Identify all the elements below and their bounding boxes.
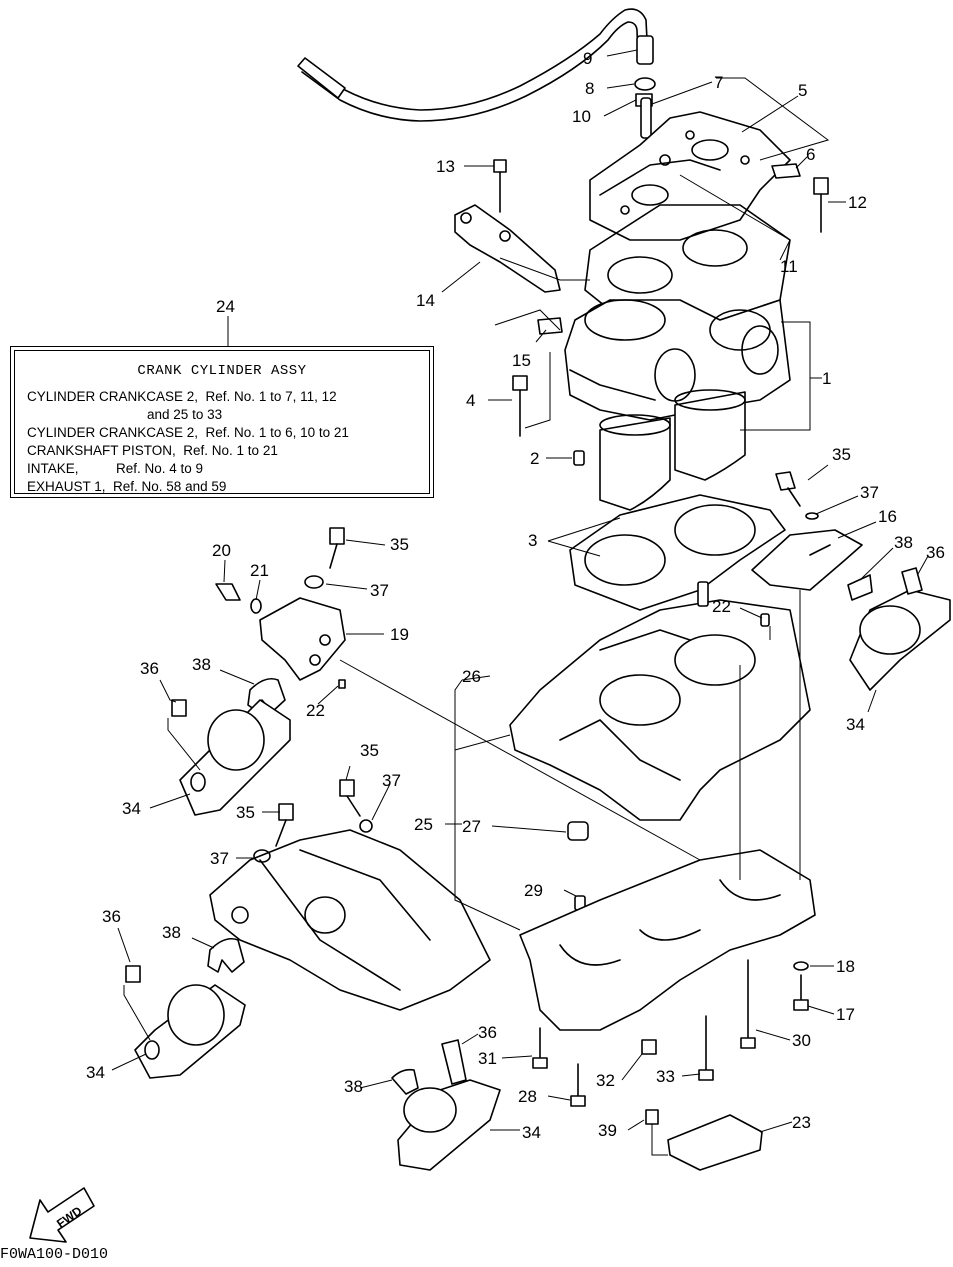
callout-28: 28 [518, 1087, 537, 1106]
legend-line: EXHAUST 1, Ref. No. 58 and 59 [27, 479, 227, 494]
callout-31: 31 [478, 1049, 497, 1068]
callout-39: 39 [598, 1121, 617, 1140]
callout-38: 38 [344, 1077, 363, 1096]
callout-11: 11 [780, 257, 798, 276]
callout-12: 12 [848, 193, 867, 212]
callout-35: 35 [360, 741, 379, 760]
callout-32: 32 [596, 1071, 615, 1090]
callout-22: 22 [306, 701, 325, 720]
callout-5: 5 [798, 81, 807, 100]
mount-plate [209, 829, 491, 1011]
callout-34: 34 [846, 715, 865, 734]
callout-24: 24 [216, 297, 235, 316]
fwd-arrow-icon: FWD [29, 1187, 95, 1243]
callout-22: 22 [712, 597, 731, 616]
callout-13: 13 [436, 157, 455, 176]
callout-35: 35 [236, 803, 255, 822]
callout-1: 1 [822, 369, 831, 388]
engine-mount-34d [849, 589, 951, 691]
callout-29: 29 [524, 881, 543, 900]
engine-mount-34b [134, 984, 246, 1079]
water-hose [297, 8, 654, 122]
legend-line: and 25 to 33 [27, 407, 223, 422]
callout-37: 37 [210, 849, 229, 868]
base-gaskets [569, 494, 786, 611]
callout-33: 33 [656, 1067, 675, 1086]
callout-23: 23 [792, 1113, 811, 1132]
callout-20: 20 [212, 541, 231, 560]
callout-17: 17 [836, 1005, 855, 1024]
engine-mount-34c [397, 1079, 501, 1171]
cylinder-head [589, 111, 791, 241]
mount-bracket [454, 204, 561, 293]
callouts: 9 8 10 7 5 6 13 12 11 14 15 1 4 2 24 35 … [86, 49, 945, 1142]
legend-inner-frame: CRANK CYLINDER ASSY CYLINDER CRANKCASE 2… [14, 350, 430, 494]
legend-line: CRANKSHAFT PISTON, Ref. No. 1 to 21 [27, 443, 278, 458]
callout-38: 38 [162, 923, 181, 942]
legend-line: CYLINDER CRANKCASE 2, Ref. No. 1 to 6, 1… [27, 425, 349, 440]
callout-30: 30 [792, 1031, 811, 1050]
diagram-code: F0WA100-D010 [0, 1246, 109, 1263]
engine-mount-34a [179, 699, 291, 816]
legend-line: INTAKE, Ref. No. 4 to 9 [27, 461, 204, 476]
callout-25: 25 [414, 815, 433, 834]
callout-34: 34 [122, 799, 141, 818]
callout-36: 36 [140, 659, 159, 678]
upper-crankcase [509, 599, 811, 821]
cylinder-block [564, 299, 791, 421]
callout-3: 3 [528, 531, 537, 550]
callout-7: 7 [714, 73, 723, 92]
callout-35: 35 [832, 445, 851, 464]
engine-bracket-19 [259, 597, 346, 681]
callout-21: 21 [250, 561, 269, 580]
callout-14: 14 [416, 291, 435, 310]
callout-2: 2 [530, 449, 539, 468]
callout-34: 34 [86, 1063, 105, 1082]
callout-37: 37 [382, 771, 401, 790]
callout-38: 38 [894, 533, 913, 552]
assembly-legend: CRANK CYLINDER ASSY CYLINDER CRANKCASE 2… [10, 346, 434, 498]
leader-lines [111, 49, 929, 1156]
callout-4: 4 [466, 391, 475, 410]
callout-36: 36 [478, 1023, 497, 1042]
pistons [599, 389, 746, 511]
callout-38: 38 [192, 655, 211, 674]
callout-36: 36 [102, 907, 121, 926]
callout-26: 26 [462, 667, 481, 686]
callout-35: 35 [390, 535, 409, 554]
callout-8: 8 [585, 79, 594, 98]
callout-16: 16 [878, 507, 897, 526]
callout-37: 37 [860, 483, 879, 502]
callout-10: 10 [572, 107, 591, 126]
callout-15: 15 [512, 351, 531, 370]
legend-line: CYLINDER CRANKCASE 2, Ref. No. 1 to 7, 1… [27, 389, 337, 404]
callout-27: 27 [462, 817, 481, 836]
callout-37: 37 [370, 581, 389, 600]
lower-crankcase [519, 849, 816, 1031]
callout-9: 9 [583, 49, 592, 68]
callout-18: 18 [836, 957, 855, 976]
callout-6: 6 [806, 145, 815, 164]
legend-title: CRANK CYLINDER ASSY [137, 363, 307, 379]
callout-19: 19 [390, 625, 409, 644]
callout-34: 34 [522, 1123, 541, 1142]
callout-36: 36 [926, 543, 945, 562]
